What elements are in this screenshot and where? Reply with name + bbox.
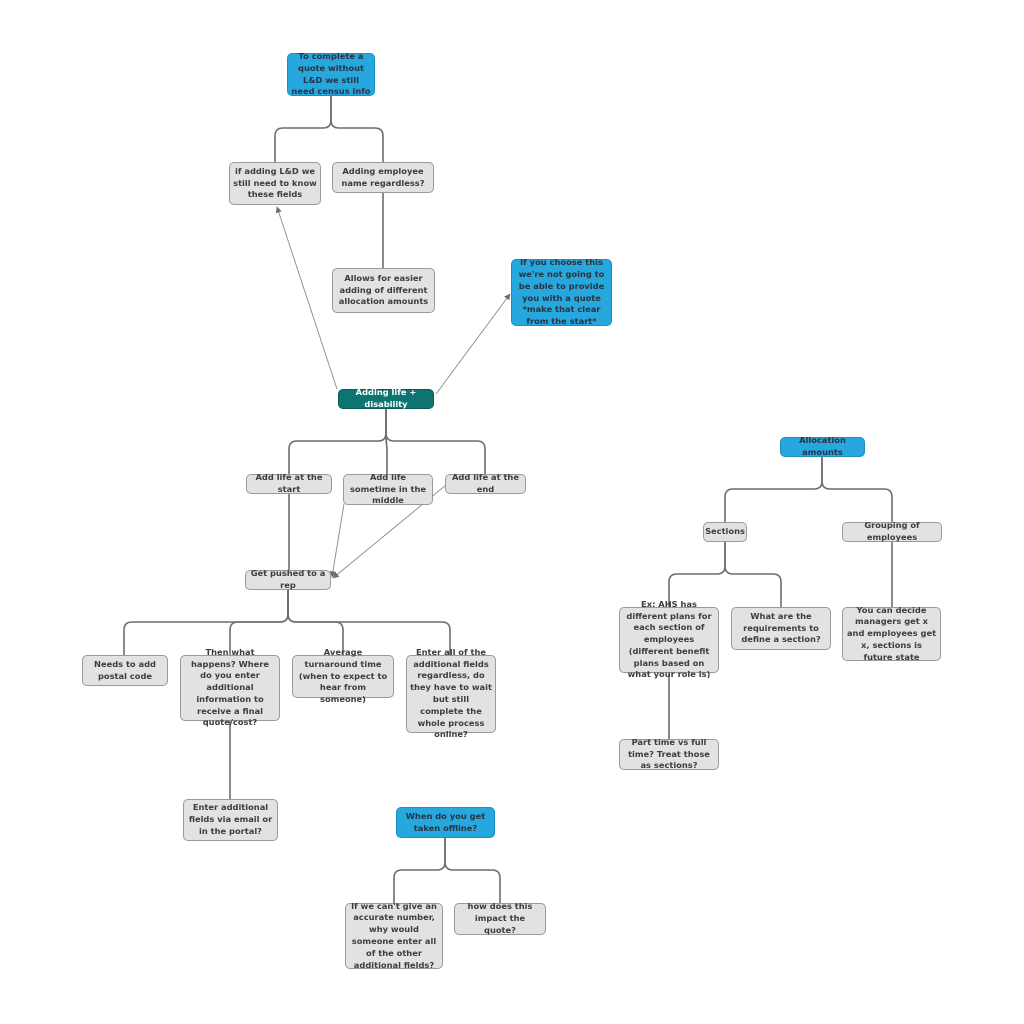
node-enter-email[interactable]: Enter additional fields via email or in … [183, 799, 278, 841]
node-managers[interactable]: You can decide managers get x and employ… [842, 605, 941, 662]
node-pushed-rep[interactable]: Get pushed to a rep [245, 568, 331, 590]
connector-sections-ahs [668, 542, 726, 607]
node-adding-life[interactable]: Adding life + disability [338, 387, 434, 409]
node-ld-fields[interactable]: if adding L&D we still need to know thes… [229, 162, 321, 205]
node-requirements[interactable]: What are the requirements to define a se… [731, 607, 831, 650]
node-allocation[interactable]: Allocation amounts [780, 435, 865, 457]
node-offline[interactable]: When do you get taken offline? [396, 807, 495, 838]
node-postal-code[interactable]: Needs to add postal code [82, 655, 168, 686]
connector-life-end [385, 409, 486, 474]
node-no-quote[interactable]: If you choose this we're not going to be… [511, 257, 612, 326]
connector-census-ld [274, 96, 332, 162]
node-life-middle[interactable]: Add life sometime in the middle [343, 472, 433, 505]
connector-sections-req [724, 542, 782, 607]
node-enter-all[interactable]: Enter all of the additional fields regar… [406, 647, 496, 739]
connector-life-start [288, 409, 387, 474]
node-life-end[interactable]: Add life at the end [445, 472, 526, 494]
connector-offline-impact [444, 838, 501, 903]
connector-allocation-grouping [821, 457, 893, 522]
node-sections[interactable]: Sections [703, 522, 747, 542]
connector-census-name [330, 96, 384, 162]
connector-rep-enterall [287, 590, 451, 655]
node-ahs[interactable]: Ex: AHS has different plans for each sec… [619, 599, 719, 679]
node-part-time[interactable]: Part time vs full time? Treat those as s… [619, 737, 719, 770]
node-accurate-number[interactable]: If we can't give an accurate number, why… [345, 901, 443, 970]
connector-offline-accurate [393, 838, 446, 903]
node-turnaround[interactable]: Average turnaround time (when to expect … [292, 647, 394, 704]
arrow-middle-to-rep [329, 503, 345, 578]
node-life-start[interactable]: Add life at the start [246, 472, 332, 494]
connector-allocation-sections [724, 457, 823, 522]
node-census[interactable]: To complete a quote without L&D we still… [287, 51, 375, 96]
arrow-life-to-ld [275, 206, 338, 390]
node-easier-adding[interactable]: Allows for easier adding of different al… [332, 268, 435, 313]
node-employee-name[interactable]: Adding employee name regardless? [332, 162, 434, 193]
arrow-life-to-noquote [435, 293, 511, 395]
node-impact-quote[interactable]: how does this impact the quote? [454, 901, 546, 935]
node-grouping[interactable]: Grouping of employees [842, 520, 942, 542]
node-then-what[interactable]: Then what happens? Where do you enter ad… [180, 647, 280, 727]
connector-rep-then [229, 590, 289, 655]
